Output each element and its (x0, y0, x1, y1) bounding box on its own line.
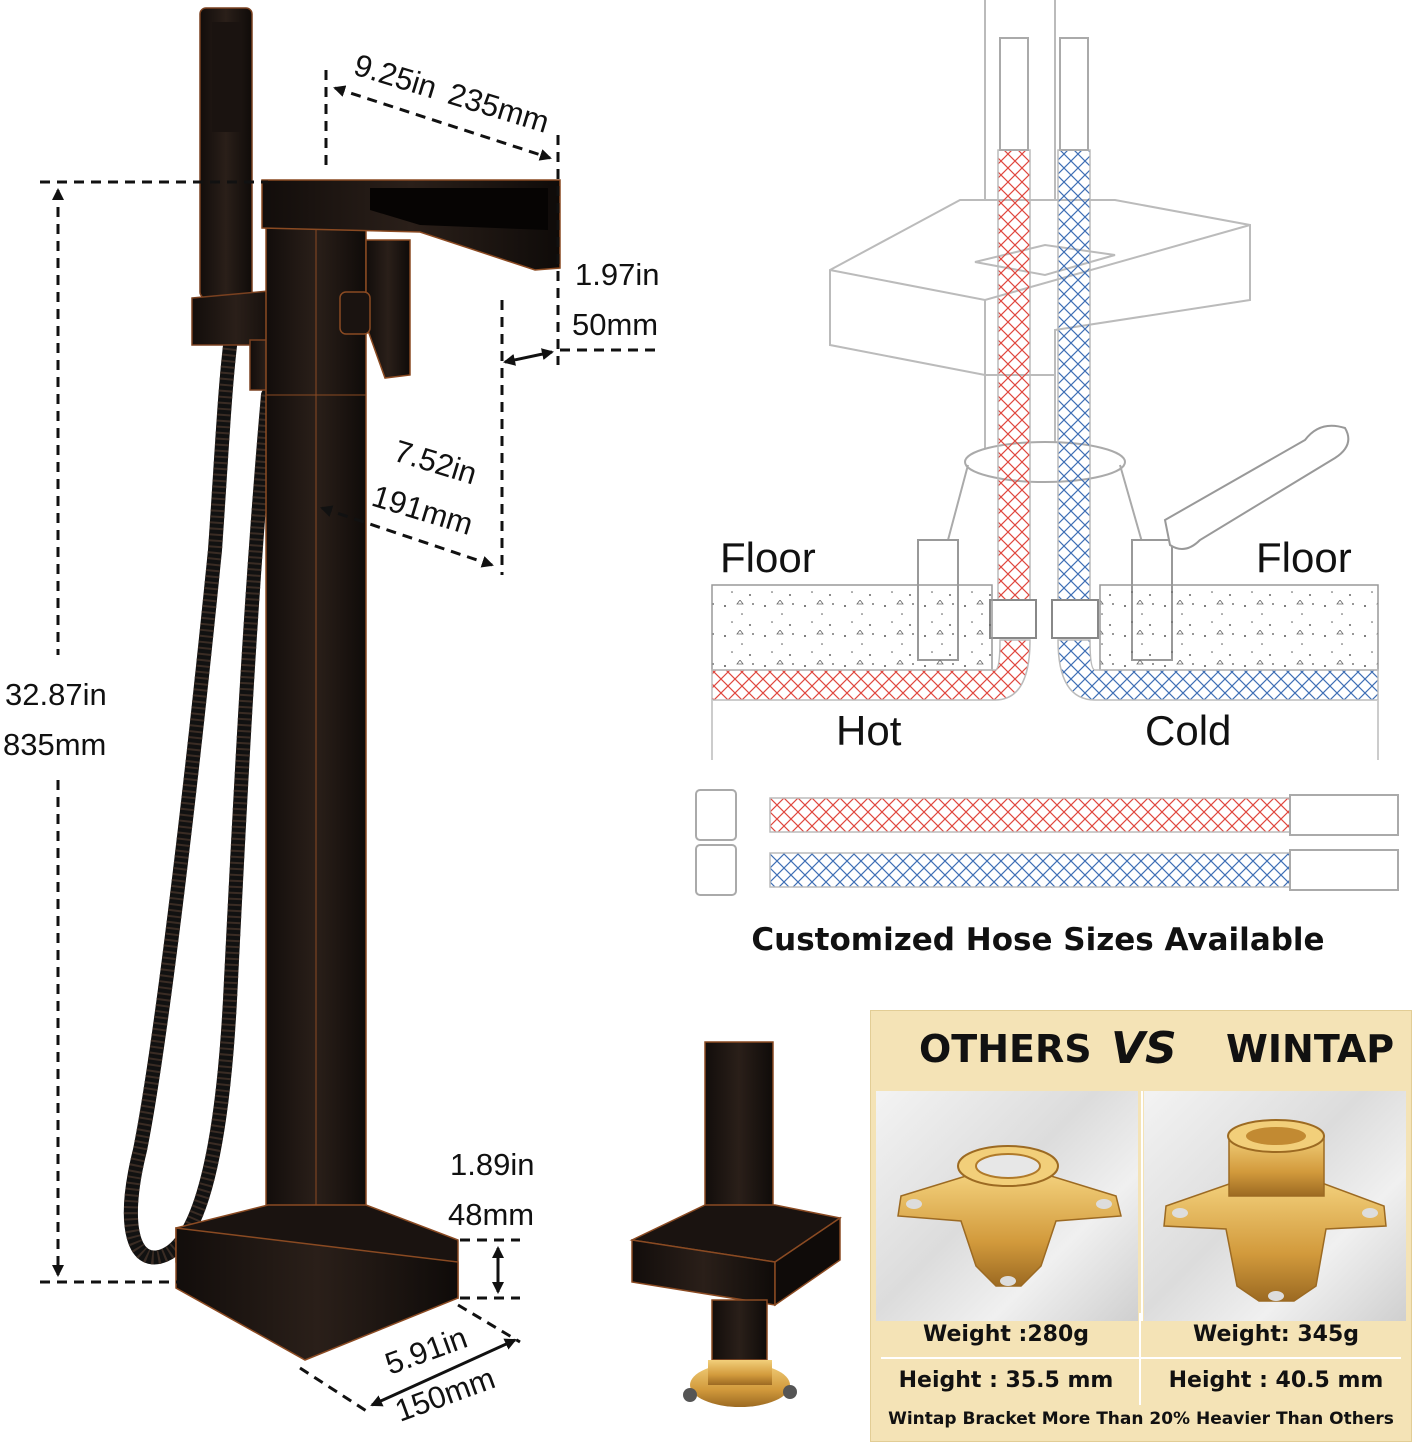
floor-slab-right (1099, 584, 1379, 671)
base-height-mm: 48mm (448, 1197, 534, 1232)
comparison-panel: OTHERS VS WINTAP Weight :280g Weight: 34… (870, 1010, 1412, 1442)
others-weight: Weight :280g (923, 1322, 1089, 1347)
cold-hose (769, 852, 1291, 888)
dimension-lines (40, 70, 655, 1414)
spout-height-mm: 50mm (572, 307, 658, 342)
hot-supply-hose (997, 149, 1031, 601)
cold-label: Cold (1145, 707, 1231, 754)
faucet-illustration (123, 7, 561, 1361)
hot-hose (769, 797, 1291, 833)
row-divider (881, 1357, 1401, 1359)
total-height-in: 32.87in (5, 677, 107, 712)
faucet-base-front (175, 1227, 459, 1361)
floor-right-label: Floor (1256, 534, 1352, 581)
wintap-title: WINTAP (1226, 1027, 1395, 1071)
hot-floor-pipe (711, 639, 1031, 701)
comparison-header: OTHERS VS WINTAP (871, 1011, 1411, 1091)
wintap-bracket-photo (1144, 1091, 1406, 1321)
spout-reach-in: 7.52in (390, 433, 481, 491)
others-title: OTHERS (919, 1027, 1092, 1071)
floor-slab-left (711, 584, 993, 671)
column-divider (1139, 1313, 1141, 1405)
others-height: Height : 35.5 mm (898, 1368, 1114, 1393)
base-block (829, 199, 1251, 376)
base-height-in: 1.89in (450, 1147, 534, 1182)
cold-supply-hose (1057, 149, 1091, 601)
comparison-footer: Wintap Bracket More Than 20% Heavier Tha… (888, 1409, 1394, 1429)
others-bracket-photo (876, 1091, 1138, 1321)
wrench-icon (1163, 424, 1350, 550)
installation-diagram: Floor Floor Hot Cold (711, 0, 1379, 760)
shower-hose (123, 323, 275, 1265)
supply-hoses: Customized Hose Sizes Available (695, 789, 1399, 958)
faucet-base-detail (629, 1041, 842, 1407)
total-height-mm: 835mm (3, 727, 106, 762)
wintap-weight: Weight: 345g (1193, 1322, 1359, 1347)
spout-height-in: 1.97in (575, 257, 659, 292)
photo-divider (1141, 1091, 1143, 1321)
vs-label: VS (1111, 1023, 1177, 1074)
wintap-height: Height : 40.5 mm (1168, 1368, 1384, 1393)
cold-floor-pipe (1057, 639, 1379, 701)
mixer-lever (365, 239, 411, 379)
hot-label: Hot (836, 707, 902, 754)
floor-left-label: Floor (720, 534, 816, 581)
hose-caption: Customized Hose Sizes Available (751, 922, 1324, 958)
